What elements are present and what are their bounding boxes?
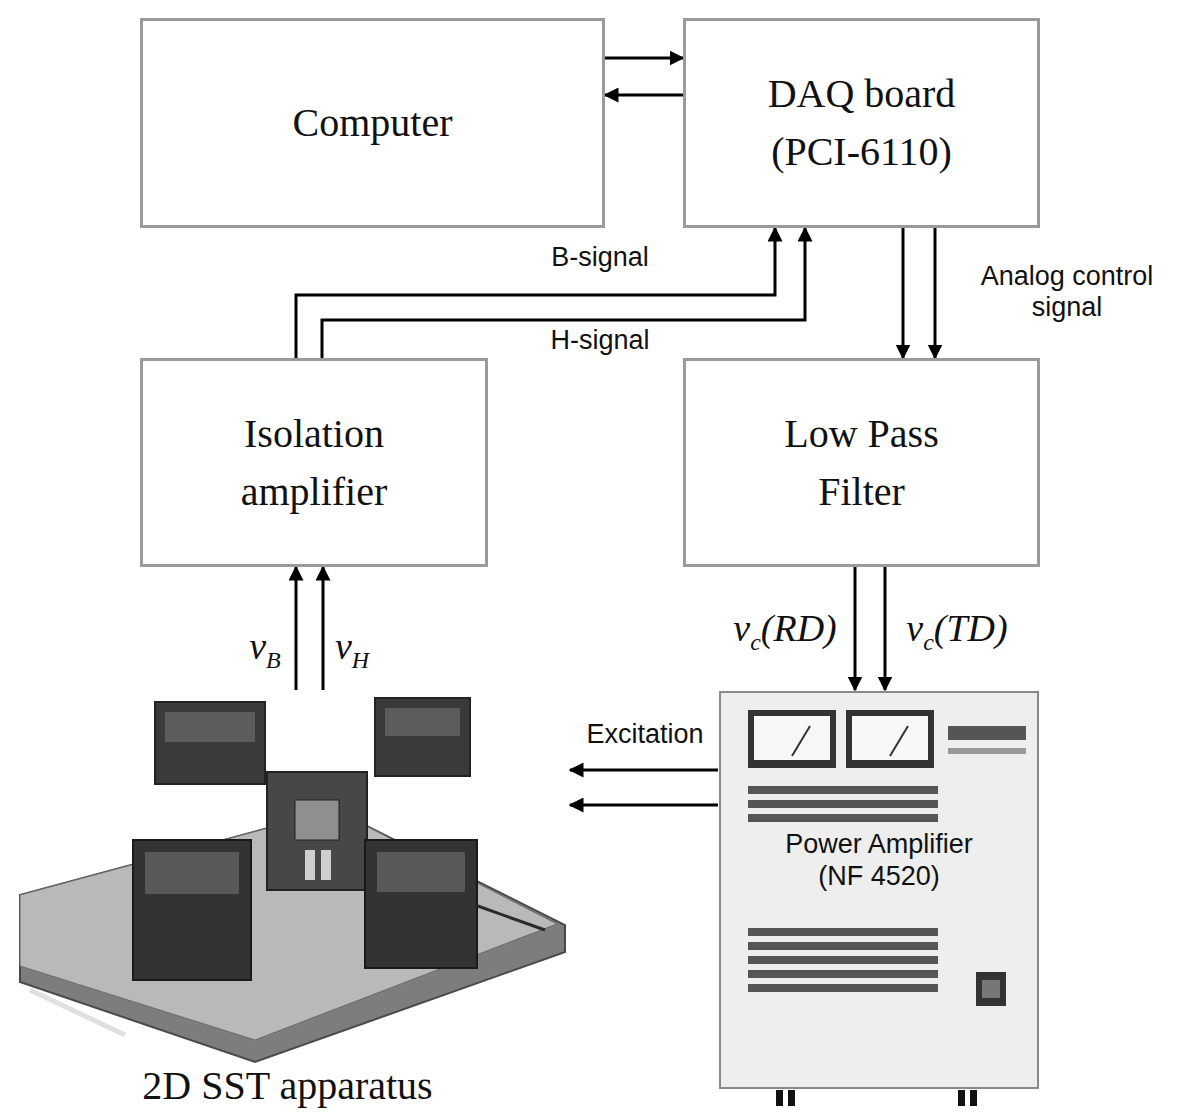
signal-label: Analog control signal (959, 261, 1175, 323)
signal-arrow (570, 804, 718, 807)
signal-arrow (934, 228, 937, 358)
signal-symbol: vH (332, 625, 372, 674)
signal-symbol: vB (246, 625, 284, 674)
signal-arrow (322, 567, 325, 690)
signal-arrow (322, 228, 805, 358)
sst-apparatus-picture (5, 690, 570, 1069)
box-label: Low Pass Filter (737, 405, 987, 521)
signal-arrow (296, 228, 775, 358)
device-caption: 2D SST apparatus (142, 1062, 432, 1110)
box-label: Computer (248, 94, 498, 152)
signal-arrow (884, 567, 887, 690)
box-label: Isolation amplifier (189, 405, 439, 521)
signal-arrow (605, 57, 683, 60)
signal-symbol: vc(RD) (730, 607, 840, 656)
box-label: DAQ board (PCI-6110) (737, 65, 987, 181)
process-box: Low Pass Filter (683, 358, 1040, 567)
device-caption: Power Amplifier (NF 4520) (759, 828, 999, 893)
amplifier-illustration: Power Amplifier (NF 4520) (718, 690, 1040, 1110)
signal-arrow (854, 567, 857, 690)
signal-arrow (902, 228, 905, 358)
signal-arrow (570, 769, 718, 772)
signal-label: Excitation (583, 719, 706, 750)
signal-arrow (605, 94, 683, 97)
process-box: Isolation amplifier (140, 358, 488, 567)
process-box: Computer (140, 18, 605, 228)
signal-label: B-signal (548, 242, 652, 273)
process-box: DAQ board (PCI-6110) (683, 18, 1040, 228)
signal-label: H-signal (547, 325, 652, 356)
signal-symbol: vc(TD) (903, 607, 1010, 656)
power-amplifier-picture (718, 690, 1040, 1114)
apparatus-illustration: 2D SST apparatus (5, 690, 570, 1112)
signal-arrow (295, 567, 298, 690)
